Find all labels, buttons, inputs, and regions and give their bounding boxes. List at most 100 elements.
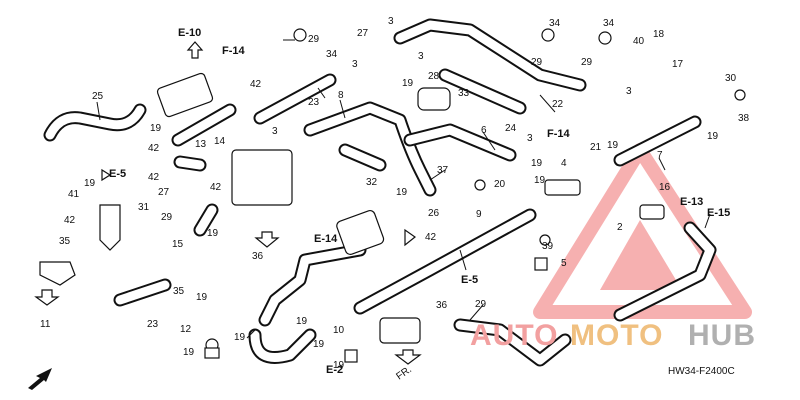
part-number-label: 3 <box>272 126 278 137</box>
clip-34b <box>598 31 612 45</box>
watermark-word-b: MOTO <box>570 319 663 352</box>
front-direction-label: FR. <box>394 364 414 382</box>
arrow-e15 <box>404 228 417 247</box>
part-number-label: 19 <box>207 228 219 239</box>
part-number-label: 27 <box>158 187 170 198</box>
part-number-label: 19 <box>150 123 162 134</box>
part-number-label: 38 <box>738 113 750 124</box>
part-number-label: 35 <box>173 286 185 297</box>
components <box>39 28 746 363</box>
reference-label: E-2 <box>326 364 343 376</box>
part-number-label: 37 <box>437 165 449 176</box>
part-number-label: 14 <box>214 136 226 147</box>
clip-29b <box>344 349 358 363</box>
part-number-label: 10 <box>333 325 345 336</box>
part-number-label: 19 <box>396 187 408 198</box>
arrow-e13 <box>254 231 280 248</box>
reference-label: F-14 <box>547 128 571 140</box>
arrow-e10 <box>186 41 204 59</box>
callout-labels: 25E-10F-1429273421914342383283332422319F… <box>40 16 750 382</box>
reference-label: E-5 <box>461 274 478 286</box>
part-number-label: 30 <box>725 73 737 84</box>
part-number-label: 2 <box>617 222 623 233</box>
part-number-label: 35 <box>59 236 71 247</box>
part-number-label: 22 <box>552 99 564 110</box>
part-number-label: 29 <box>531 57 543 68</box>
part-number-label: 34 <box>603 18 615 29</box>
air-valve-assembly <box>417 87 451 111</box>
watermark-text: AUTO MOTO HUB <box>470 319 756 352</box>
clip-37 <box>474 179 486 191</box>
part-number-label: 21 <box>590 142 602 153</box>
part-number-label: 29 <box>475 299 487 310</box>
watermark-word-c: HUB <box>688 319 756 352</box>
part-number-label: 17 <box>672 59 684 70</box>
part-number-label: 41 <box>68 189 80 200</box>
part-number-label: 42 <box>210 182 222 193</box>
part-number-label: 27 <box>357 28 369 39</box>
canister-valve <box>336 209 385 255</box>
part-number-label: 40 <box>633 36 645 47</box>
arrow-e5 <box>101 168 112 182</box>
reference-label: E-10 <box>178 27 201 39</box>
part-number-label: 33 <box>458 88 470 99</box>
part-number-label: 36 <box>252 251 264 262</box>
part-number-label: 19 <box>196 292 208 303</box>
diagram-code: HW34-F2400C <box>668 366 735 377</box>
clip-34a <box>541 28 555 42</box>
part-number-label: 19 <box>333 360 345 371</box>
part-number-label: 4 <box>561 158 567 169</box>
part-number-label: 19 <box>607 140 619 151</box>
reference-label: F-14 <box>222 45 246 57</box>
part-number-label: 19 <box>234 332 246 343</box>
part-number-label: 24 <box>505 123 517 134</box>
part-number-label: 20 <box>494 179 506 190</box>
watermark-logo <box>533 143 752 319</box>
part-number-label: 39 <box>542 241 554 252</box>
part-number-label: 3 <box>352 59 358 70</box>
part-number-label: 3 <box>626 86 632 97</box>
part-number-label: 13 <box>195 139 207 150</box>
part-number-label: 3 <box>388 16 394 27</box>
reference-label: E-13 <box>680 196 703 208</box>
connector-4 <box>639 204 665 220</box>
lower-valve <box>379 317 421 344</box>
reference-label: E-5 <box>109 168 126 180</box>
part-number-label: 19 <box>534 175 546 186</box>
leader-lines <box>96 39 711 339</box>
part-number-label: 19 <box>531 158 543 169</box>
clip-29 <box>293 28 307 42</box>
part-number-label: 9 <box>476 209 482 220</box>
bracket-upper <box>156 72 214 118</box>
part-number-label: 32 <box>366 177 378 188</box>
arrow-fr <box>28 368 52 390</box>
bolt-38 <box>734 89 746 101</box>
part-number-label: 19 <box>84 178 96 189</box>
part-number-label: 42 <box>64 215 76 226</box>
part-number-label: 29 <box>581 57 593 68</box>
arrow-e2 <box>394 349 422 365</box>
part-number-label: 5 <box>561 258 567 269</box>
part-number-label: 8 <box>338 90 344 101</box>
part-number-label: 19 <box>313 339 325 350</box>
part-number-label: 29 <box>161 212 173 223</box>
part-number-label: 11 <box>40 319 51 330</box>
bracket-16 <box>99 204 121 251</box>
part-number-label: 12 <box>180 324 192 335</box>
part-number-label: 19 <box>296 316 308 327</box>
part-number-label: 36 <box>436 300 448 311</box>
part-number-label: 26 <box>428 208 440 219</box>
part-number-label: 3 <box>527 133 533 144</box>
part-number-label: 19 <box>183 347 195 358</box>
connector-20 <box>544 179 581 196</box>
part-number-label: 42 <box>425 232 437 243</box>
part-number-label: 6 <box>481 125 487 136</box>
part-number-label: 16 <box>659 182 671 193</box>
ref-arrows <box>28 41 422 390</box>
clip-29c <box>534 257 548 271</box>
part-number-label: 18 <box>653 29 665 40</box>
reference-label: E-14 <box>314 233 338 245</box>
clip-23 <box>204 347 220 359</box>
